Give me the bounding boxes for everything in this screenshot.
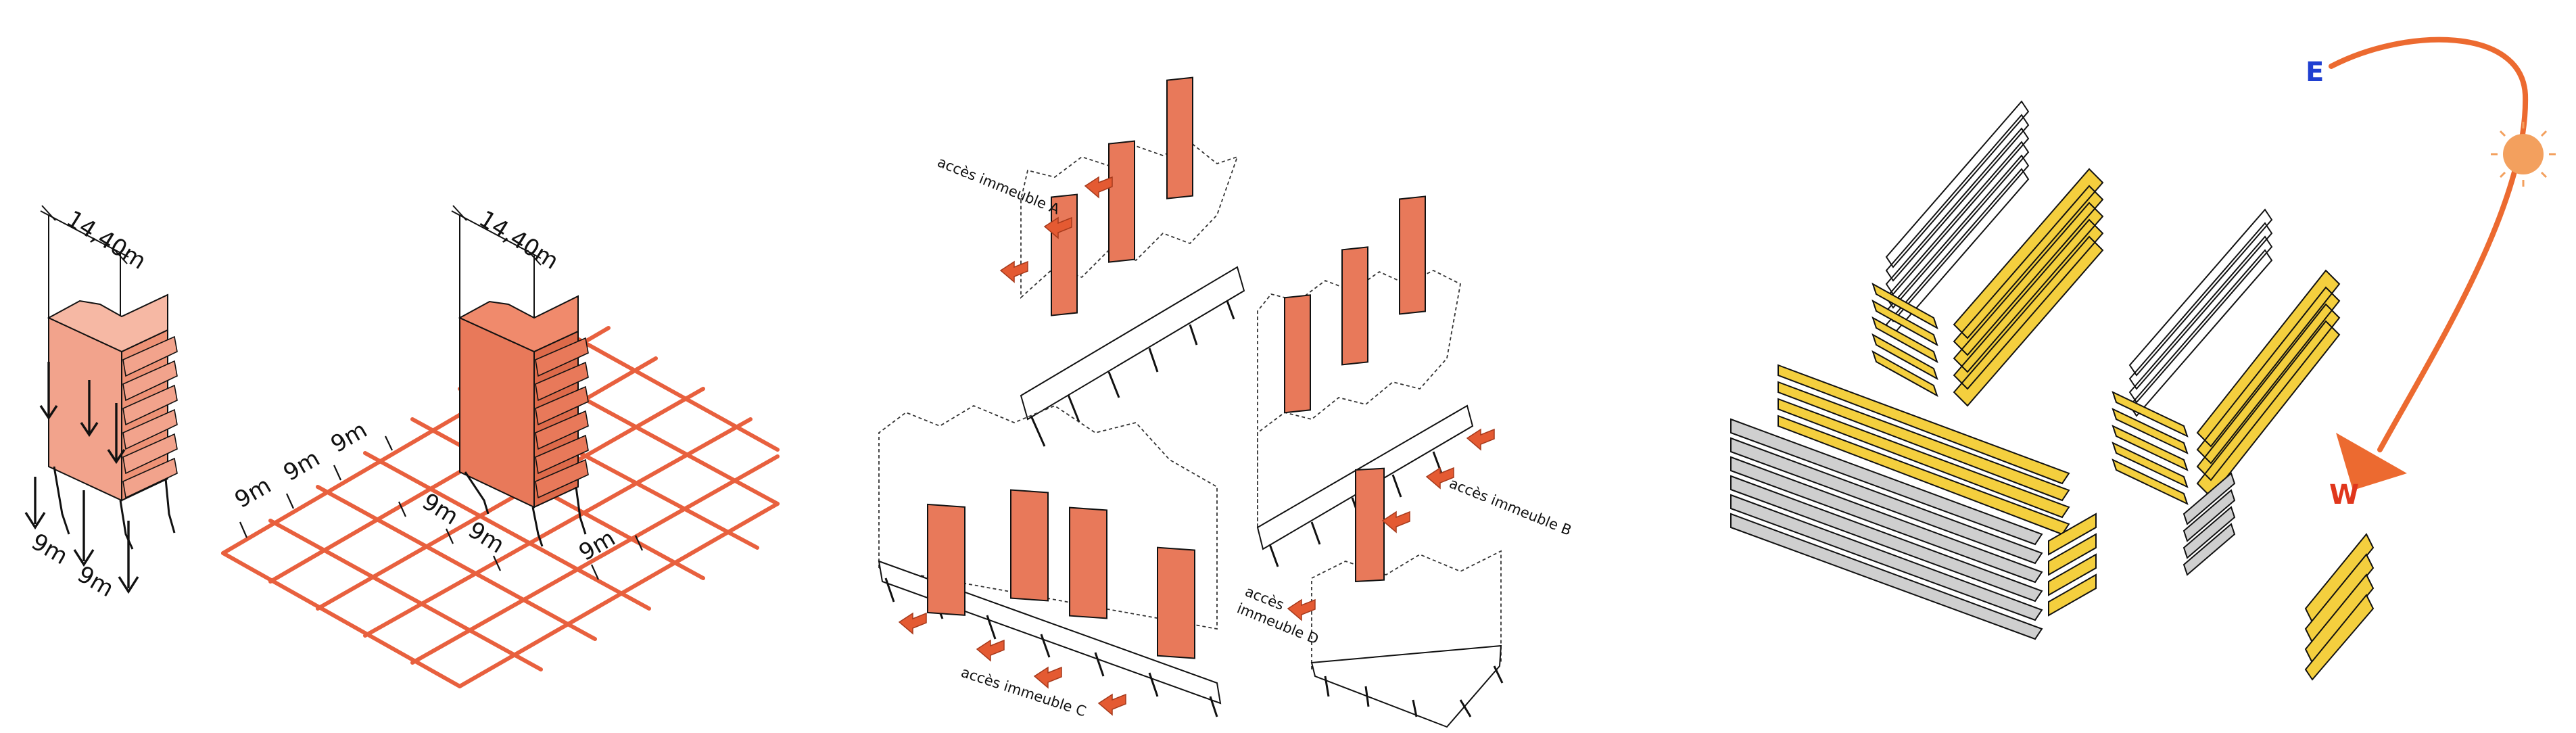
pilotis-spacing-label-b: 9m xyxy=(73,561,118,602)
grid-tick-marks xyxy=(239,435,644,580)
facade-group-right xyxy=(2112,208,2341,576)
tower-louvers-2 xyxy=(535,337,589,499)
tower-louvers xyxy=(122,335,178,499)
east-label: E xyxy=(2306,57,2324,88)
building-a xyxy=(1020,76,1245,447)
panel-buildings-access: accès immeuble A accès immeuble B accès … xyxy=(878,76,1574,728)
dimension-label-width: 14,40m xyxy=(62,206,151,275)
building-d xyxy=(1310,467,1504,728)
sun-path-arrow-icon xyxy=(2329,37,2529,452)
access-label-c: accès immeuble C xyxy=(959,664,1088,719)
sun-icon xyxy=(2491,122,2556,187)
facade-group-top xyxy=(1871,100,2104,407)
sun-path-arrowhead xyxy=(2336,433,2407,490)
down-arrow-icon xyxy=(24,362,139,594)
access-label-a: accès immeuble A xyxy=(935,153,1062,218)
grid-spacing-left-1: 9m xyxy=(231,472,276,514)
access-label-b: accès immeuble B xyxy=(1447,475,1574,538)
panel-structural-grid: 9m 9m 9m 9m 9m 9m 14,40m xyxy=(221,205,780,688)
west-label: W xyxy=(2329,479,2359,511)
grid-spacing-left-2: 9m xyxy=(279,445,325,487)
building-c xyxy=(878,404,1222,717)
facade-group-large xyxy=(1730,364,2097,640)
pilotis-2 xyxy=(464,471,587,547)
access-arrow-icon xyxy=(898,176,1495,716)
facade-group-small xyxy=(2304,533,2375,681)
pilotis-spacing-label-a: 9m xyxy=(27,528,72,570)
dimension-label-width-2: 14,40m xyxy=(474,206,563,275)
pilotis xyxy=(53,466,176,550)
panel-tower-pilotis: 14,40m 9m xyxy=(24,205,178,602)
panel-sun-orientation: E W xyxy=(1730,37,2556,681)
